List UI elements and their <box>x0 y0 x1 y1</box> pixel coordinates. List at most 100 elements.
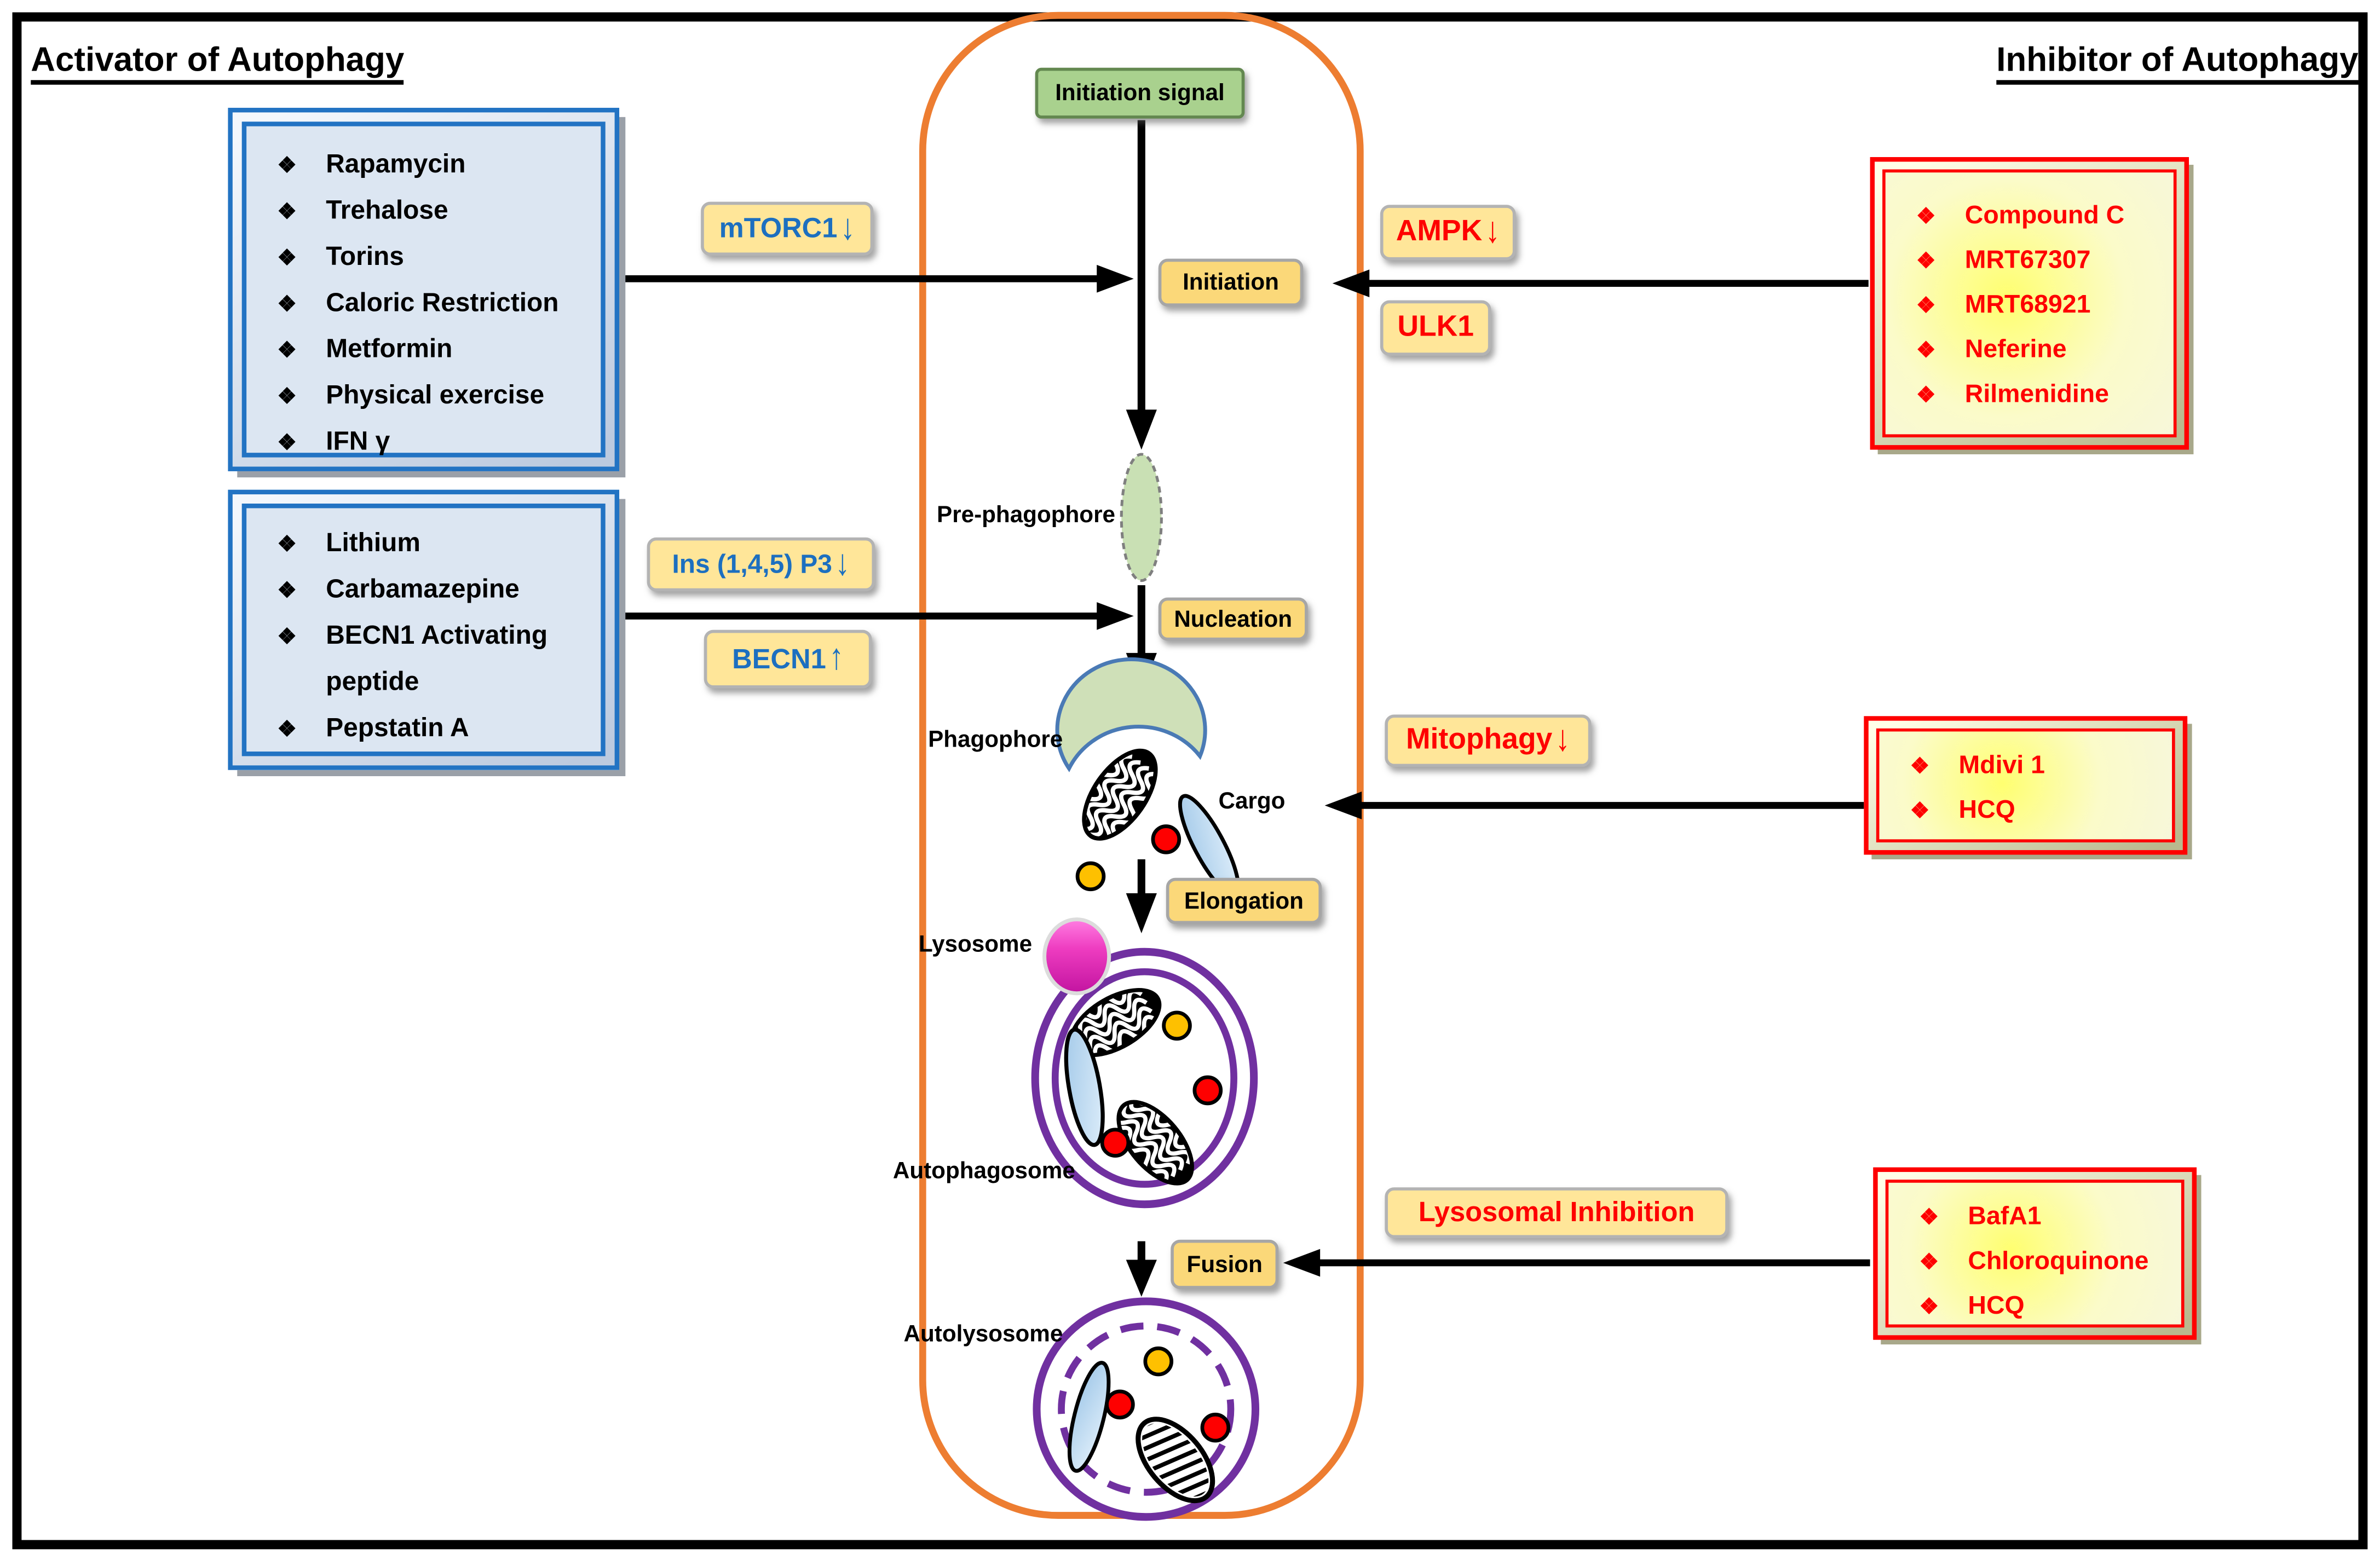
cargo-label-text: Cargo <box>1218 788 1286 815</box>
list-item: ❖Compound C <box>1916 194 2164 239</box>
autolysosome-label-text: Autolysosome <box>903 1321 1063 1348</box>
ins-p3-chip: Ins (1,4,5) P3↓ <box>647 537 875 592</box>
initiation-signal-chip: Initiation signal <box>1035 67 1245 119</box>
lysosomal-inhibition-label: Lysosomal Inhibition <box>1418 1197 1695 1228</box>
flow-arrow-fusion <box>1126 1241 1157 1297</box>
list-item-label: Neferine <box>1964 336 2067 363</box>
becn1-chip: BECN1↑ <box>704 629 872 689</box>
list-item: ❖Mdivi 1 <box>1910 744 2163 789</box>
lysosome-label: Lysosome <box>912 932 1032 958</box>
list-item: ❖ BECN1 Activating peptide <box>277 613 591 706</box>
inhibitor-arrow-fusion <box>1283 1249 1870 1277</box>
autophagosome-label: Autophagosome <box>892 1158 1075 1185</box>
diamond-bullet-icon: ❖ <box>277 623 297 649</box>
list-item: ❖ IFN γ <box>277 419 591 465</box>
down-arrow-icon: ↓ <box>1485 211 1500 252</box>
list-item-label: Mdivi 1 <box>1958 751 2045 779</box>
diamond-bullet-icon: ❖ <box>1916 382 1936 407</box>
flow-arrow-initiation <box>1126 120 1157 450</box>
list-item: ❖MRT68921 <box>1916 284 2164 328</box>
pre-phagophore-label-text: Pre-phagophore <box>937 502 1115 529</box>
list-item-label: BafA1 <box>1968 1203 2042 1230</box>
list-item: ❖ MRT67307 <box>1916 239 2164 284</box>
diamond-bullet-icon: ❖ <box>277 198 297 223</box>
lysosome-label-text: Lysosome <box>918 932 1033 958</box>
autophagosome-yellow-vesicle <box>1164 1013 1190 1039</box>
cargo-red-vesicle <box>1153 826 1179 852</box>
nucleation-chip: Nucleation <box>1158 597 1308 641</box>
diamond-bullet-icon: ❖ <box>1916 292 1936 317</box>
down-arrow-icon: ↓ <box>1555 719 1570 760</box>
list-item: ❖ Rilmenidine <box>1916 373 2164 418</box>
list-item: ❖Neferine <box>1916 328 2164 373</box>
lysosome-shape <box>1042 917 1111 996</box>
up-arrow-icon: ↑ <box>829 638 844 679</box>
inhibitor-heading-text: Inhibitor of Autophagy <box>1996 40 2359 85</box>
list-item-label: Rilmenidine <box>1964 380 2109 408</box>
list-item-label: Carbamazepine <box>326 574 520 604</box>
down-arrow-icon: ↓ <box>840 207 855 248</box>
diamond-bullet-icon: ❖ <box>1919 1249 1939 1274</box>
list-item-label: Compound C <box>1964 201 2125 230</box>
ampk-label: AMPK <box>1396 215 1483 248</box>
autophagosome-red-vesicle-1 <box>1102 1130 1128 1156</box>
diamond-bullet-icon: ❖ <box>277 291 297 316</box>
activator-box-2: ❖Lithium ❖ Carbamazepine ❖ BECN1 Activatin… <box>228 489 620 770</box>
list-item: ❖Lithium <box>277 521 591 567</box>
ins-p3-label: Ins (1,4,5) P3 <box>672 549 832 579</box>
list-item-label: Rapamycin <box>326 149 466 179</box>
list-item: ❖Pepstatin A <box>277 706 591 752</box>
list-item-label: BECN1 Activating peptide <box>326 620 548 696</box>
diamond-bullet-icon: ❖ <box>1910 798 1930 823</box>
inhibitor-arrow-mitophagy <box>1324 791 1864 819</box>
lysosomal-inhibition-chip: Lysosomal Inhibition <box>1385 1187 1728 1239</box>
list-item-label: Trehalose <box>326 195 448 225</box>
ulk1-label: ULK1 <box>1397 311 1474 344</box>
autolysosome-red-vesicle-1 <box>1107 1391 1133 1418</box>
becn1-label: BECN1 <box>732 643 826 674</box>
elongation-label: Elongation <box>1184 887 1304 914</box>
list-item: ❖ HCQ <box>1910 789 2163 834</box>
diamond-bullet-icon: ❖ <box>1916 247 1936 273</box>
list-item-label: IFN γ <box>326 426 390 456</box>
diamond-bullet-icon: ❖ <box>1919 1293 1939 1319</box>
diamond-bullet-icon: ❖ <box>277 245 297 270</box>
diamond-bullet-icon: ❖ <box>277 337 297 362</box>
ulk1-chip: ULK1 <box>1380 300 1491 356</box>
inhibitor-heading: Inhibitor of Autophagy <box>1996 40 2359 85</box>
autolysosome-red-vesicle-2 <box>1202 1414 1229 1441</box>
list-item: ❖ Torins <box>277 234 591 280</box>
initiation-chip: Initiation <box>1158 258 1304 307</box>
inhibitor-box-2: ❖Mdivi 1 ❖ HCQ <box>1864 716 2188 855</box>
activator-heading-text: Activator of Autophagy <box>31 40 405 85</box>
down-arrow-icon: ↓ <box>835 543 850 584</box>
list-item-label: Chloroquinone <box>1968 1247 2149 1275</box>
cargo-yellow-vesicle <box>1077 863 1104 889</box>
phagophore-label-text: Phagophore <box>928 726 1063 753</box>
initiation-signal-label: Initiation signal <box>1055 80 1225 107</box>
list-item-label: HCQ <box>1958 796 2015 824</box>
list-item-label: Torins <box>326 241 404 271</box>
list-item: ❖ Chloroquinone <box>1920 1240 2172 1285</box>
mtorc1-chip: mTORC1↓ <box>701 201 874 256</box>
cargo-label: Cargo <box>1218 789 1285 815</box>
list-item-label: Pepstatin A <box>326 713 469 743</box>
list-item: ❖ Trehalose <box>277 188 591 234</box>
list-item-label: HCQ <box>1968 1292 2025 1320</box>
fusion-chip: Fusion <box>1171 1239 1279 1289</box>
initiation-label: Initiation <box>1183 269 1279 296</box>
diamond-bullet-icon: ❖ <box>277 429 297 454</box>
mitophagy-chip: Mitophagy↓ <box>1385 714 1592 767</box>
autolysosome-label: Autolysosome <box>900 1321 1063 1348</box>
list-item-label: Caloric Restriction <box>326 288 559 317</box>
pre-phagophore-shape <box>1120 453 1163 582</box>
inhibitor-box-1: ❖Compound C ❖MRT67307 ❖MRT68921 ❖Neferin… <box>1870 157 2189 450</box>
mtorc1-label: mTORC1 <box>719 212 838 244</box>
list-item: ❖Metformin <box>277 326 591 372</box>
inhibitor-box-3: ❖ BafA1 ❖ Chloroquinone ❖ HCQ <box>1873 1167 2197 1340</box>
list-item-label: MRT67307 <box>1964 246 2091 274</box>
activator-box-1: ❖ Rapamycin ❖ Trehalose ❖ Torins ❖ Caloric R… <box>228 107 620 471</box>
